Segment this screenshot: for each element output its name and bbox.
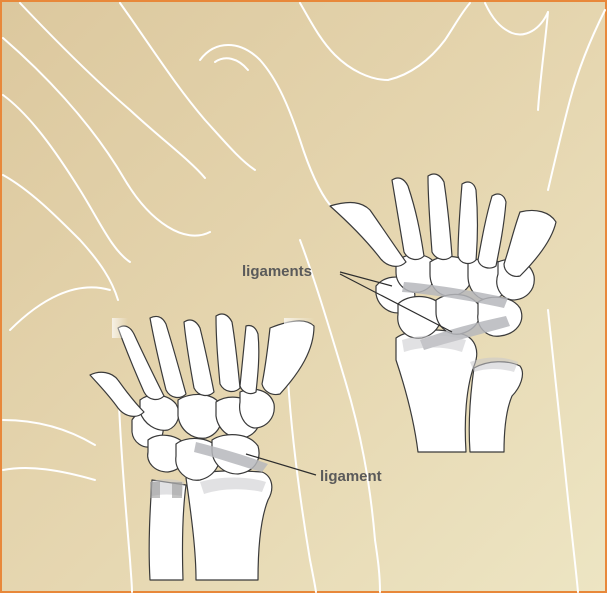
label-ligaments: ligaments [242, 263, 312, 280]
label-ligament: ligament [320, 468, 382, 485]
